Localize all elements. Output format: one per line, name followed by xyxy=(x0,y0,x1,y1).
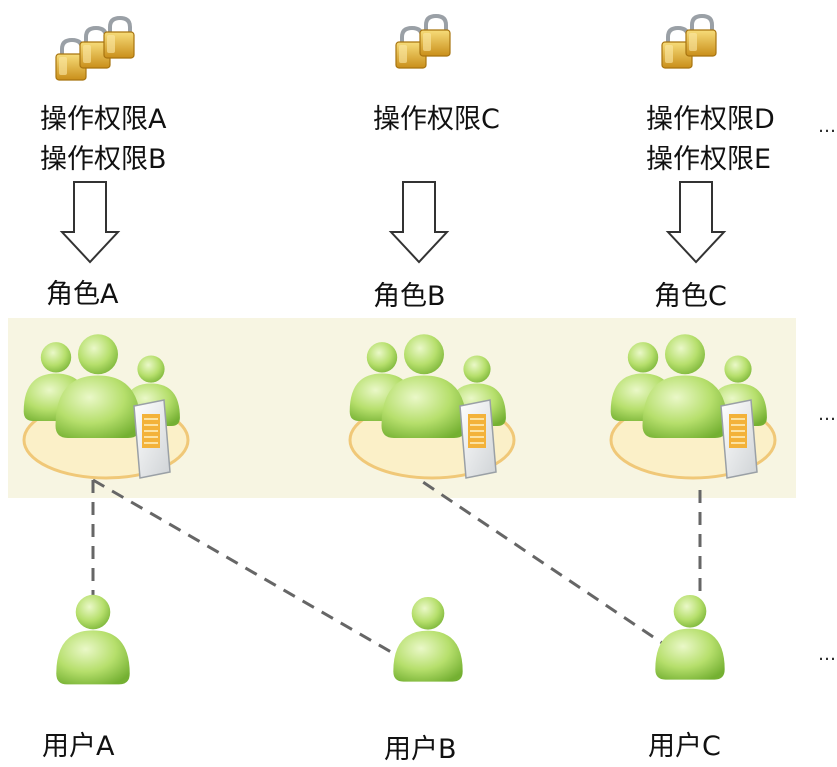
connections xyxy=(91,468,702,662)
document-icon xyxy=(133,399,171,479)
permission-label: 操作权限C xyxy=(373,104,500,135)
role-group-icon xyxy=(609,334,777,480)
role-group-icon xyxy=(348,334,516,480)
document-icon xyxy=(720,399,758,479)
permission-label: 操作权限B xyxy=(40,144,167,175)
permission-label: 操作权限E xyxy=(646,144,771,175)
padlock-icon xyxy=(419,13,451,57)
down-arrow-icon xyxy=(665,181,727,264)
permission-label: 操作权限D xyxy=(646,104,775,135)
role-label: 角色B xyxy=(373,281,446,312)
user-icon xyxy=(393,596,463,682)
ellipsis-users: … xyxy=(818,644,836,665)
user-icon xyxy=(56,594,130,685)
permission-label: 操作权限A xyxy=(40,104,167,135)
user-label: 用户B xyxy=(384,734,457,765)
user-label: 用户C xyxy=(648,731,721,762)
role-group-icon xyxy=(22,334,190,480)
ellipsis-roles: … xyxy=(818,404,836,425)
padlock-icon xyxy=(103,15,135,59)
person-icon xyxy=(381,334,467,438)
role-label: 角色C xyxy=(654,281,727,312)
connection-line xyxy=(92,478,406,662)
padlock-icon xyxy=(685,13,717,57)
down-arrow-icon xyxy=(388,181,450,264)
user-label: 用户A xyxy=(42,731,115,762)
document-icon xyxy=(459,399,497,479)
role-label: 角色A xyxy=(46,279,119,310)
ellipsis-permissions: … xyxy=(818,116,836,137)
down-arrow-icon xyxy=(59,181,121,264)
connection-line xyxy=(404,468,681,657)
user-icon xyxy=(655,594,725,680)
padlock-icon xyxy=(55,37,87,81)
person-icon xyxy=(642,334,728,438)
person-icon xyxy=(55,334,141,438)
